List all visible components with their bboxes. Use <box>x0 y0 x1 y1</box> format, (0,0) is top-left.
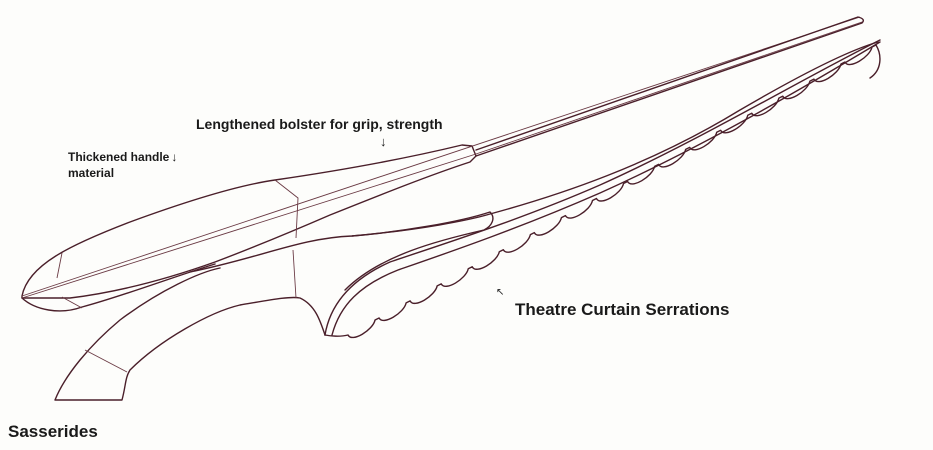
handle-segment-line <box>56 252 63 279</box>
spine-line <box>21 21 863 299</box>
blade-heel <box>344 211 494 291</box>
down-arrow-icon: ↓ <box>380 134 387 149</box>
handle-segment-line <box>274 179 299 239</box>
serrated-edge <box>324 44 881 339</box>
lower-handle-outline <box>54 267 326 401</box>
handle-label-line2: material <box>68 166 115 180</box>
handle-label-line1: Thickened handle <box>68 150 170 164</box>
blade-tip <box>475 16 865 157</box>
handle-label: Thickened handle↓ material <box>68 149 177 181</box>
serrated-blade-inner <box>324 39 881 336</box>
bolster-label: Lengthened bolster for grip, strength <box>196 116 443 132</box>
signature: Sasserides <box>8 422 98 441</box>
lower-handle-segment-line <box>292 249 297 299</box>
handle-segment-line <box>61 296 83 309</box>
up-left-arrow-icon: ↖ <box>496 287 505 298</box>
lower-handle-segment-line <box>84 349 128 373</box>
handle-bottom-taper <box>21 263 216 312</box>
serrated-blade-inner2 <box>331 41 881 336</box>
blade-edge-line <box>189 41 879 273</box>
serrations-label: Theatre Curtain Serrations <box>515 300 730 319</box>
down-arrow-icon: ↓ <box>171 150 178 164</box>
spine-line <box>21 16 861 297</box>
